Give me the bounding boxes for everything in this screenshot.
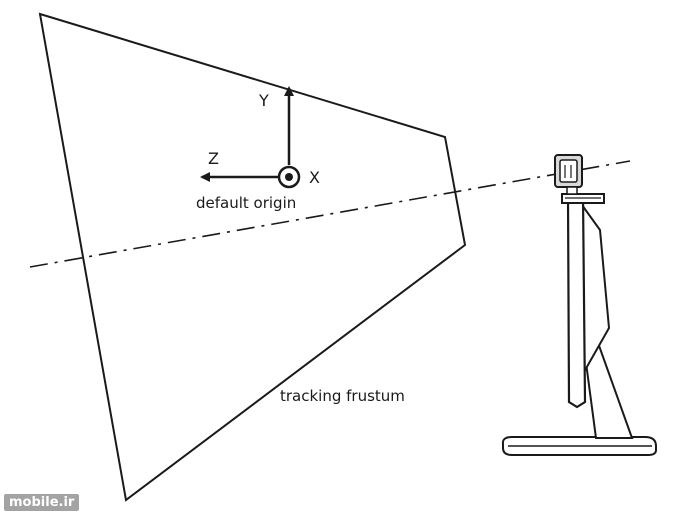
origin-label: default origin bbox=[196, 194, 296, 212]
coordinate-axes: Y Z X bbox=[200, 86, 320, 189]
z-axis-label: Z bbox=[208, 149, 219, 168]
frustum-label: tracking frustum bbox=[280, 387, 405, 405]
x-axis-label: X bbox=[309, 168, 320, 187]
eye-tracker-sensor-icon bbox=[554, 154, 583, 195]
watermark-logo: mobile.ir bbox=[4, 494, 80, 511]
circled-dot-icon bbox=[277, 165, 301, 189]
tracking-frustum-shape bbox=[38, 12, 467, 502]
monitor-with-sensor bbox=[501, 154, 657, 456]
monitor-panel bbox=[566, 194, 587, 409]
y-axis-label: Y bbox=[258, 91, 269, 110]
tracking-center-line bbox=[29, 160, 631, 268]
